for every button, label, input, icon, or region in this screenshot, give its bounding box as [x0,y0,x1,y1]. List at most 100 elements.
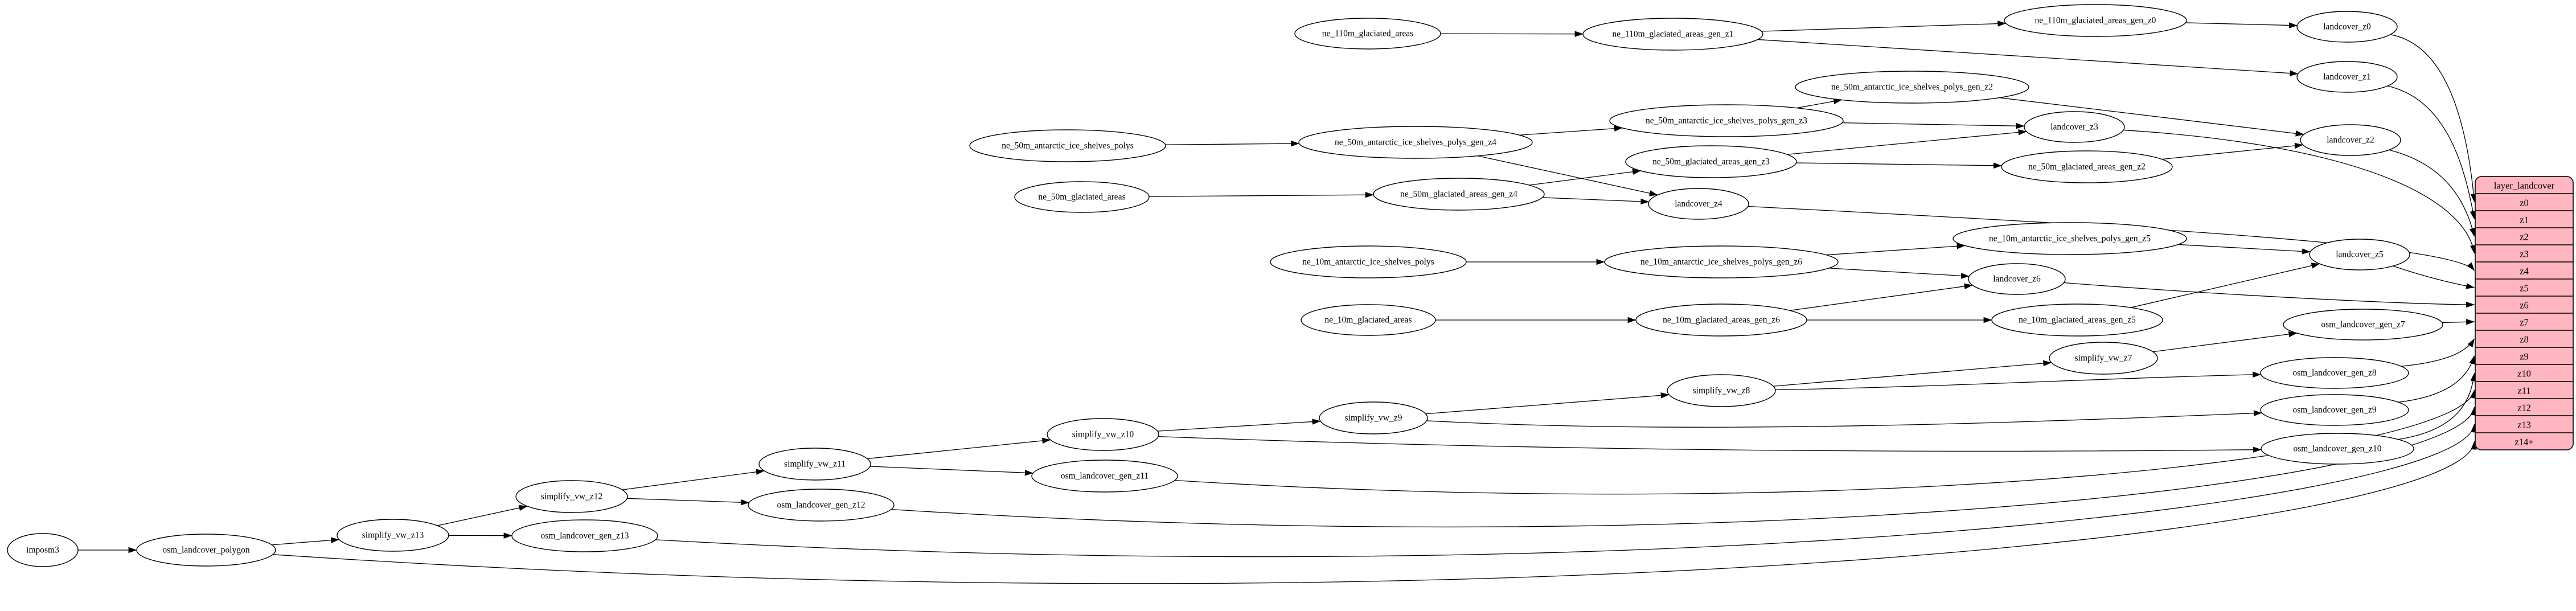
node-osm_landcover_gen_z10: osm_landcover_gen_z10 [2261,433,2414,465]
node-simplify_vw_z9: simplify_vw_z9 [1319,401,1428,434]
node-simplify_vw_z8: simplify_vw_z8 [1667,374,1776,407]
edge-ne_110m_glaciated_areas_gen_z0-to-landcover_z0 [2185,22,2298,28]
table-row-label-z8: z8 [2520,334,2529,345]
edge-simplify_vw_z13-to-simplify_vw_z12 [437,505,528,526]
node-label-simplify_vw_z13: simplify_vw_z13 [362,531,424,540]
node-ne_10m_antarctic_ice_shelves_polys: ne_10m_antarctic_ice_shelves_polys [1270,245,1467,278]
edge-ne_50m_glaciated_areas_gen_z4-to-landcover_z4 [1542,197,1650,205]
table-row-label-z13: z13 [2517,420,2531,430]
edge-simplify_vw_z9-to-osm_landcover_gen_z9 [1426,410,2262,428]
edge-ne_110m_glaciated_areas_gen_z1-to-ne_110m_glaciated_areas_gen_z0 [1761,20,2007,32]
node-label-landcover_z1: landcover_z1 [2323,72,2371,82]
node-label-ne_10m_glaciated_areas_gen_z5: ne_10m_glaciated_areas_gen_z5 [2019,315,2136,325]
table-row-label-z14+: z14+ [2515,437,2533,448]
edge-landcover_z1-to-layer-row-z1 [2387,85,2476,220]
table-row-z11: z11 [2517,386,2530,396]
edge-osm_landcover_gen_z13-to-layer-row-z13 [655,424,2477,557]
node-label-osm_landcover_gen_z9: osm_landcover_gen_z9 [2292,405,2376,415]
table-row-label-z7: z7 [2520,317,2529,328]
node-osm_landcover_gen_z13: osm_landcover_gen_z13 [511,519,658,552]
node-label-ne_50m_antarctic_ice_shelves_polys_gen_z3: ne_50m_antarctic_ice_shelves_polys_gen_z… [1646,116,1807,126]
node-osm_landcover_gen_z11: osm_landcover_gen_z11 [1031,460,1178,493]
edge-simplify_vw_z10-to-osm_landcover_gen_z10 [1158,436,2262,453]
table-row-z6: z6 [2520,300,2529,311]
table-row-label-z2: z2 [2520,232,2529,243]
node-ne_110m_glaciated_areas_gen_z0: ne_110m_glaciated_areas_gen_z0 [2004,4,2187,37]
node-label-osm_landcover_gen_z11: osm_landcover_gen_z11 [1061,471,1148,481]
node-label-osm_landcover_gen_z8: osm_landcover_gen_z8 [2292,368,2376,378]
table-row-z4: z4 [2520,266,2529,277]
table-row-z3: z3 [2520,249,2529,260]
table-row-z10: z10 [2517,368,2531,379]
node-label-ne_110m_glaciated_areas_gen_z0: ne_110m_glaciated_areas_gen_z0 [2035,16,2156,26]
node-label-ne_50m_glaciated_areas_gen_z4: ne_50m_glaciated_areas_gen_z4 [1400,190,1517,199]
edge-landcover_z6-to-layer-row-z6 [2064,282,2475,308]
node-label-ne_10m_glaciated_areas_gen_z6: ne_10m_glaciated_areas_gen_z6 [1663,315,1780,325]
table-row-label-z0: z0 [2520,198,2529,208]
node-label-ne_50m_antarctic_ice_shelves_polys: ne_50m_antarctic_ice_shelves_polys [1002,141,1134,151]
table-row-label-z4: z4 [2520,266,2529,277]
node-label-landcover_z6: landcover_z6 [1993,274,2041,284]
node-simplify_vw_z13: simplify_vw_z13 [337,519,449,552]
edge-ne_10m_antarctic_ice_shelves_polys_gen_z5-to-landcover_z5 [2178,244,2311,255]
node-osm_landcover_gen_z12: osm_landcover_gen_z12 [748,489,895,522]
edge-osm_landcover_gen_z12-to-layer-row-z12 [891,407,2476,528]
edge-ne_50m_glaciated_areas_gen_z2-to-landcover_z2 [2161,142,2304,160]
node-label-ne_50m_glaciated_areas: ne_50m_glaciated_areas [1038,192,1125,202]
edge-landcover_z4-to-layer-row-z4 [1748,206,2475,271]
edge-landcover_z0-to-layer-row-z0 [2390,34,2477,203]
edge-ne_50m_glaciated_areas_gen_z3-to-landcover_z3 [1787,129,2027,155]
node-label-osm_landcover_gen_z7: osm_landcover_gen_z7 [2321,320,2405,330]
table-row-label-z12: z12 [2517,403,2531,413]
table-row-label-z5: z5 [2520,283,2529,294]
table-row-z8: z8 [2520,334,2529,345]
edge-osm_landcover_polygon-to-layer-row-z14+ [273,441,2477,584]
node-ne_50m_glaciated_areas_gen_z3: ne_50m_glaciated_areas_gen_z3 [1625,145,1797,178]
edge-ne_10m_glaciated_areas_gen_z5-to-landcover_z5 [2130,263,2320,308]
node-label-imposm3: imposm3 [26,546,59,555]
table-row-label-z9: z9 [2520,351,2529,362]
table-row-label-z3: z3 [2520,249,2529,260]
node-label-landcover_z2: landcover_z2 [2327,136,2374,145]
node-landcover_z2: landcover_z2 [2300,124,2401,156]
node-label-landcover_z0: landcover_z0 [2323,22,2371,32]
edge-osm_landcover_gen_z9-to-layer-row-z9 [2398,355,2475,403]
node-label-ne_50m_antarctic_ice_shelves_polys_gen_z2: ne_50m_antarctic_ice_shelves_polys_gen_z… [1831,83,1993,92]
node-label-ne_10m_antarctic_ice_shelves_polys_gen_z5: ne_10m_antarctic_ice_shelves_polys_gen_z… [1989,234,2151,244]
table-layer_landcover: layer_landcover z0 z1 z2 z3 z4 z5 z6 z7 z8 z9 z10 z1… [2475,176,2574,450]
node-ne_50m_antarctic_ice_shelves_polys: ne_50m_antarctic_ice_shelves_polys [969,129,1166,162]
node-label-osm_landcover_gen_z13: osm_landcover_gen_z13 [541,531,629,541]
node-ne_50m_glaciated_areas_gen_z2: ne_50m_glaciated_areas_gen_z2 [2001,150,2173,183]
edge-simplify_vw_z12-to-osm_landcover_gen_z12 [627,498,750,506]
node-label-simplify_vw_z9: simplify_vw_z9 [1345,413,1402,423]
edge-ne_50m_antarctic_ice_shelves_polys_gen_z2-to-landcover_z2 [1999,97,2304,137]
edge-simplify_vw_z11-to-osm_landcover_gen_z11 [869,466,1033,476]
node-label-osm_landcover_gen_z12: osm_landcover_gen_z12 [777,501,865,510]
edge-simplify_vw_z8-to-simplify_vw_z7 [1773,360,2052,387]
edge-simplify_vw_z10-to-simplify_vw_z9 [1157,419,1321,432]
edge-ne_50m_antarctic_ice_shelves_polys_gen_z4-to-ne_50m_antarctic_ice_shelves_polys_gen_z3 [1519,125,1623,136]
node-ne_10m_antarctic_ice_shelves_polys_gen_z6: ne_10m_antarctic_ice_shelves_polys_gen_z… [1604,245,1839,278]
node-ne_50m_antarctic_ice_shelves_polys_gen_z3: ne_50m_antarctic_ice_shelves_polys_gen_z… [1609,104,1844,137]
edge-simplify_vw_z9-to-simplify_vw_z8 [1425,392,1670,415]
table-row-z1: z1 [2520,215,2529,225]
node-label-ne_50m_antarctic_ice_shelves_polys_gen_z4: ne_50m_antarctic_ice_shelves_polys_gen_z… [1335,138,1496,147]
node-osm_landcover_gen_z9: osm_landcover_gen_z9 [2260,394,2409,426]
node-label-ne_50m_glaciated_areas_gen_z3: ne_50m_glaciated_areas_gen_z3 [1652,157,1770,167]
table-row-z0: z0 [2520,198,2529,208]
node-landcover_z0: landcover_z0 [2296,11,2398,43]
edge-ne_10m_antarctic_ice_shelves_polys_gen_z6-to-ne_10m_antarctic_ice_shelves_polys_gen_z5 [1826,243,1966,256]
edge-landcover_z5-to-layer-row-z5 [2393,265,2475,289]
edge-ne_50m_antarctic_ice_shelves_polys_gen_z3-to-landcover_z3 [1842,122,2025,129]
node-label-simplify_vw_z10: simplify_vw_z10 [1072,430,1134,440]
node-ne_10m_glaciated_areas_gen_z6: ne_10m_glaciated_areas_gen_z6 [1635,304,1807,337]
table-header-label: layer_landcover [2494,181,2555,191]
node-ne_110m_glaciated_areas: ne_110m_glaciated_areas [1294,18,1441,50]
node-label-simplify_vw_z7: simplify_vw_z7 [2075,354,2132,363]
edge-osm_landcover_polygon-to-simplify_vw_z13 [272,537,340,546]
node-label-ne_110m_glaciated_areas_gen_z1: ne_110m_glaciated_areas_gen_z1 [1613,30,1734,39]
edge-osm_landcover_gen_z10-to-layer-row-z10 [2398,372,2476,440]
edge-ne_50m_antarctic_ice_shelves_polys-to-ne_50m_antarctic_ice_shelves_polys_gen_z4 [1165,140,1300,147]
